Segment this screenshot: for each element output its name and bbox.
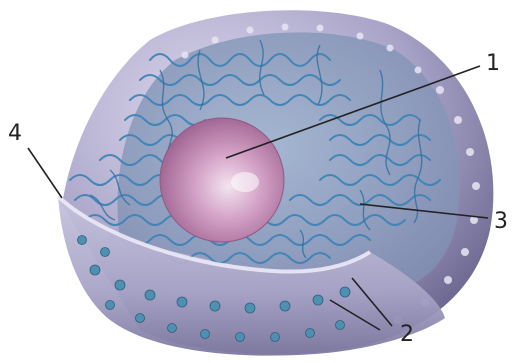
label-2: 2	[400, 322, 414, 347]
nucleolus	[160, 118, 284, 242]
nucleolus-highlight	[231, 172, 259, 192]
leader-line-4	[28, 148, 62, 198]
label-3: 3	[494, 209, 508, 234]
label-4: 4	[8, 121, 22, 146]
label-1: 1	[486, 51, 500, 76]
